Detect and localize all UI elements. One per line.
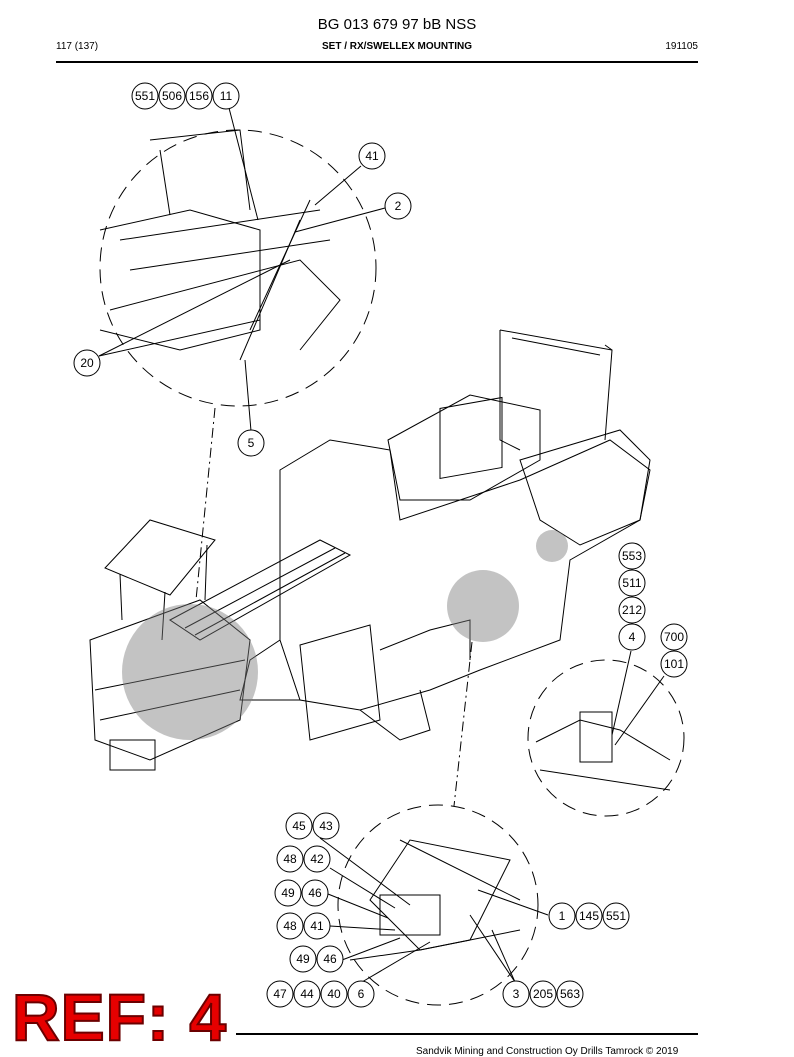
svg-text:11: 11 <box>220 89 233 103</box>
svg-text:3: 3 <box>513 987 520 1001</box>
svg-text:205: 205 <box>533 987 553 1001</box>
callout-44: 44 <box>293 980 321 1008</box>
callout-551: 551 <box>602 902 630 930</box>
callout-45: 45 <box>285 812 313 840</box>
ref-stamp: REF: 4 <box>11 980 228 1054</box>
svg-text:43: 43 <box>319 819 333 833</box>
callout-553: 553 <box>618 542 646 570</box>
svg-text:506: 506 <box>162 89 182 103</box>
svg-text:49: 49 <box>281 886 295 900</box>
svg-text:42: 42 <box>310 852 324 866</box>
callout-46: 46 <box>316 945 344 973</box>
callout-700: 700 <box>660 623 688 651</box>
svg-text:44: 44 <box>300 987 314 1001</box>
operator-basket <box>89 599 251 761</box>
svg-text:511: 511 <box>622 576 641 590</box>
callout-101: 101 <box>660 650 688 678</box>
detail-circle-right <box>527 659 685 817</box>
callout-42: 42 <box>303 845 331 873</box>
svg-text:40: 40 <box>327 987 341 1001</box>
callout-49: 49 <box>274 879 302 907</box>
svg-text:551: 551 <box>606 909 626 923</box>
carrier-frame <box>279 439 651 711</box>
document-date: 191105 <box>665 41 698 52</box>
callout-49: 49 <box>289 945 317 973</box>
svg-text:4: 4 <box>629 630 636 644</box>
svg-text:45: 45 <box>292 819 306 833</box>
detail-circle-bottom <box>337 804 539 1006</box>
document-number: BG 013 679 97 bB NSS <box>317 16 477 33</box>
callout-3: 3 <box>502 980 530 1008</box>
svg-text:563: 563 <box>560 987 580 1001</box>
callout-46: 46 <box>301 879 329 907</box>
callout-1: 1 <box>548 902 576 930</box>
callout-212: 212 <box>618 596 646 624</box>
svg-text:5: 5 <box>248 436 255 450</box>
highlight-zone-basket <box>122 604 258 740</box>
svg-text:700: 700 <box>664 630 684 644</box>
callout-48: 48 <box>276 845 304 873</box>
callout-145: 145 <box>575 902 603 930</box>
svg-text:47: 47 <box>273 987 287 1001</box>
svg-text:20: 20 <box>80 356 94 370</box>
boom <box>169 539 352 641</box>
svg-text:6: 6 <box>358 987 365 1001</box>
header-divider <box>56 61 698 63</box>
document-title: SET / RX/SWELLEX MOUNTING <box>321 41 472 52</box>
canopy <box>104 519 216 596</box>
callout-20: 20 <box>73 349 101 377</box>
callout-205: 205 <box>529 980 557 1008</box>
svg-text:145: 145 <box>579 909 599 923</box>
callout-48: 48 <box>276 912 304 940</box>
callout-6: 6 <box>347 980 375 1008</box>
callout-563: 563 <box>556 980 584 1008</box>
highlight-zone-center <box>447 570 519 642</box>
page-number: 117 (137) <box>56 41 99 52</box>
svg-text:156: 156 <box>189 89 209 103</box>
callout-4: 4 <box>618 623 646 651</box>
svg-text:553: 553 <box>622 549 642 563</box>
svg-text:1: 1 <box>559 909 566 923</box>
svg-text:551: 551 <box>135 89 155 103</box>
svg-text:41: 41 <box>310 919 324 933</box>
footer-divider <box>236 1033 698 1035</box>
callout-47: 47 <box>266 980 294 1008</box>
callout-11: 11 <box>212 82 240 110</box>
callout-511: 511 <box>618 569 646 597</box>
footer-copyright: Sandvik Mining and Construction Oy Drill… <box>416 1046 679 1057</box>
callout-41: 41 <box>303 912 331 940</box>
svg-text:46: 46 <box>308 886 322 900</box>
svg-text:41: 41 <box>365 149 379 163</box>
svg-text:212: 212 <box>622 603 642 617</box>
highlight-zone-right <box>536 530 568 562</box>
callout-2: 2 <box>384 192 412 220</box>
callout-41: 41 <box>358 142 386 170</box>
callout-5: 5 <box>237 429 265 457</box>
callout-156: 156 <box>185 82 213 110</box>
svg-text:49: 49 <box>296 952 310 966</box>
callout-506: 506 <box>158 82 186 110</box>
svg-text:2: 2 <box>395 199 402 213</box>
svg-text:101: 101 <box>664 657 684 671</box>
svg-text:48: 48 <box>283 919 297 933</box>
svg-text:46: 46 <box>323 952 337 966</box>
callout-40: 40 <box>320 980 348 1008</box>
svg-text:48: 48 <box>283 852 297 866</box>
callout-43: 43 <box>312 812 340 840</box>
callout-551: 551 <box>131 82 159 110</box>
